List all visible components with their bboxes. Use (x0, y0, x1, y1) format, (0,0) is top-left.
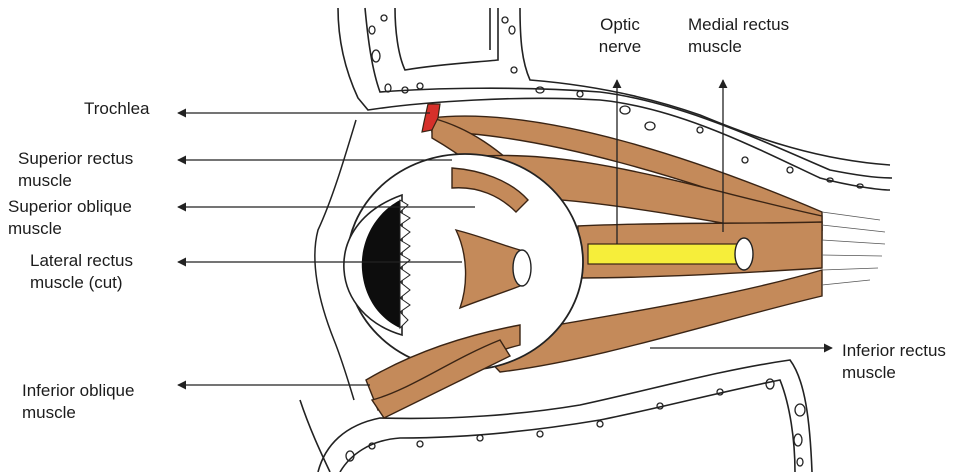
label-superior-oblique: Superior oblique muscle (8, 196, 132, 240)
label-lateral-rectus: Lateral rectus muscle (cut) (30, 250, 133, 294)
label-inferior-oblique: Inferior oblique muscle (22, 380, 134, 424)
label-medial-rectus: Medial rectus muscle (688, 14, 789, 58)
label-trochlea: Trochlea (84, 98, 150, 120)
label-inferior-rectus: Inferior rectus muscle (842, 340, 946, 384)
cornea-pupil (344, 195, 410, 335)
label-superior-rectus: Superior rectus muscle (18, 148, 133, 192)
annulus-tendon (822, 212, 885, 285)
label-optic-nerve: Optic nerve (575, 14, 665, 58)
